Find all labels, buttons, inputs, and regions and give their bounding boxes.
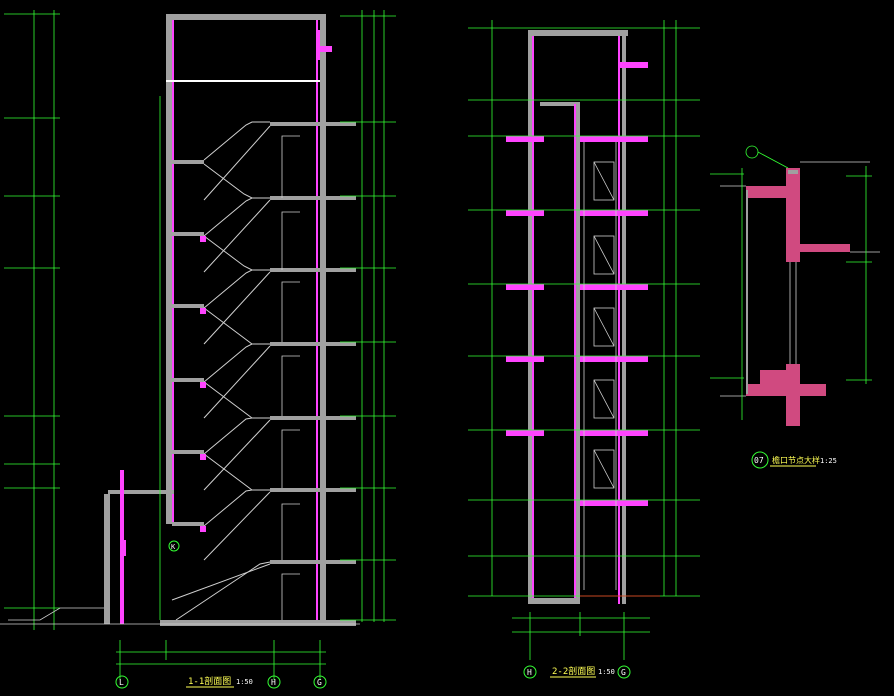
- axis-label-l: L: [119, 678, 124, 687]
- axis-bubble-g: [313, 675, 327, 689]
- detail-structure: [746, 168, 850, 426]
- section-1-1: L H G K 1-1剖面图 1:50: [0, 10, 396, 689]
- axis-bubble-h: [267, 675, 281, 689]
- door-openings: [281, 135, 300, 620]
- axis-label-mid-h: H: [527, 668, 532, 677]
- stair-walls: [160, 14, 356, 626]
- section-1-1-scale: 1:50: [236, 678, 253, 686]
- stair-flights: [171, 121, 271, 621]
- axis-label-g: G: [317, 678, 322, 687]
- detail-bubble: [751, 451, 769, 469]
- callout-bubble-k: [168, 540, 180, 552]
- section-2-2: H G 2-2剖面图 1:50: [468, 20, 700, 679]
- elevator-doors: [583, 142, 617, 590]
- section-1-1-title: 1-1剖面图: [188, 675, 231, 687]
- detail-07: 07 檐口节点大样 1:25: [710, 145, 880, 469]
- mid-dimension-chain: [468, 20, 700, 660]
- floor-slabs: [108, 122, 356, 564]
- axis-bubbles-left: L H G K: [115, 540, 327, 689]
- axis-bubble-mid-h: [523, 665, 537, 679]
- right-dimension-chain: [159, 10, 396, 622]
- detail-dimensions: [710, 145, 872, 420]
- magenta-details: [122, 30, 332, 556]
- axis-label-h: H: [271, 678, 276, 687]
- detail-title: 檐口节点大样: [772, 455, 820, 465]
- axis-bubble-mid-g: [617, 665, 631, 679]
- left-dimension-chain: [4, 10, 60, 630]
- callout-label-k: K: [171, 543, 176, 551]
- shaft-walls: [528, 30, 628, 604]
- axis-label-mid-g: G: [621, 668, 626, 677]
- detail-scale: 1:25: [820, 457, 837, 465]
- bottom-dimension-chain: [116, 640, 326, 680]
- axis-bubble-l: [115, 675, 129, 689]
- annex-structure: [0, 470, 360, 625]
- floor-beams-mid: [506, 62, 648, 506]
- section-2-2-title: 2-2剖面图: [552, 665, 595, 677]
- section-2-2-scale: 1:50: [598, 668, 615, 676]
- detail-number: 07: [754, 456, 764, 465]
